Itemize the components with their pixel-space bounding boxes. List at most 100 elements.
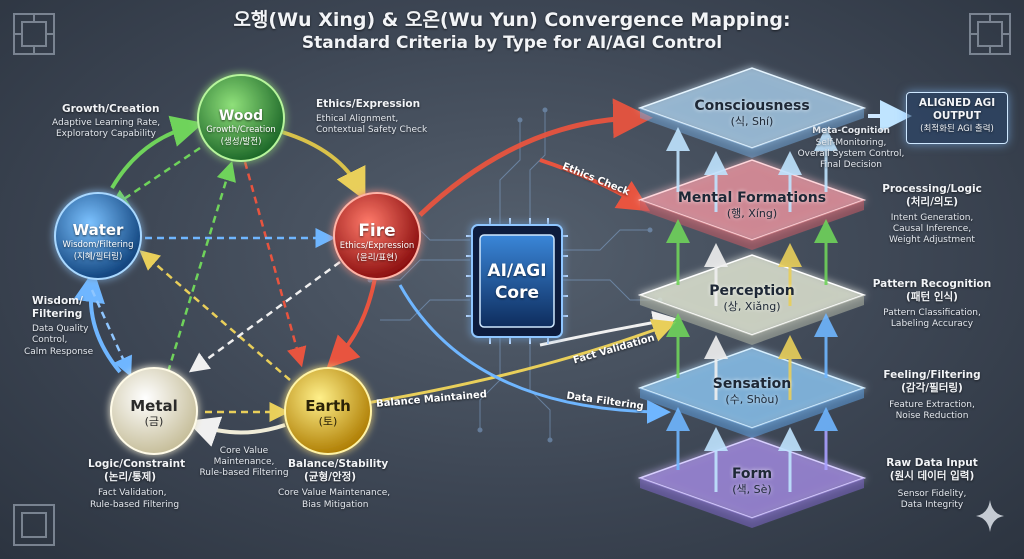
fire-to-earth-arrow — [326, 277, 377, 369]
growth-line-2: Exploratory Capability — [56, 129, 156, 139]
meta-title: Meta-Cognition — [812, 126, 890, 136]
metal-name: Metal — [130, 397, 178, 415]
water-kr: (지혜/필터링) — [73, 252, 123, 262]
title-line-1: 오행(Wu Xing) & 오온(Wu Yun) Convergence Map… — [233, 9, 791, 31]
raw-title: Raw Data Input — [886, 457, 978, 469]
wood-water-dashed — [108, 146, 201, 210]
earth-kr: (토) — [318, 415, 338, 428]
pattern-kr: (패턴 인식) — [906, 291, 958, 303]
water-metal-dashed — [90, 289, 132, 377]
title-line-2: Standard Criteria by Type for AI/AGI Con… — [301, 33, 723, 53]
processing-title: Processing/Logic — [882, 183, 982, 195]
controlling-cycle-arrows — [90, 146, 341, 422]
core-line-2: Core — [494, 283, 540, 303]
processing-kr: (처리/의도) — [905, 196, 959, 208]
wood-sub: Growth/Creation — [206, 125, 276, 135]
fire-node — [333, 192, 421, 280]
layer-form-name: Form — [731, 466, 773, 482]
balance-kr: (균형/안정) — [304, 471, 357, 483]
raw-kr: (원시 데이터 입력) — [889, 470, 975, 482]
generating-cycle-arrows — [73, 115, 377, 447]
earth-node — [284, 367, 372, 455]
core-value-line-1: Core Value — [219, 446, 269, 456]
layer-perception-name: Perception — [709, 283, 795, 299]
earth-name: Earth — [305, 397, 351, 415]
metal-kr: (금) — [144, 415, 164, 428]
fire-to-consciousness-flow — [418, 98, 653, 217]
wood-to-earth-dashed — [243, 161, 307, 368]
water-to-wood-arrow — [110, 115, 204, 190]
ethics-line-1: Ethical Alignment, — [316, 114, 399, 124]
layer-perception-sub: (상, Xiǎng) — [723, 300, 781, 313]
feeling-title: Feeling/Filtering — [883, 369, 981, 381]
logic-kr: (논리/통제) — [104, 471, 157, 483]
core-line-1: AI/AGI — [487, 261, 547, 281]
wisdom-title-2: Filtering — [32, 308, 83, 320]
feeling-kr: (감각/필터링) — [901, 382, 963, 394]
sparkle-icon — [976, 500, 1004, 532]
output-line-1: ALIGNED AGI — [918, 97, 996, 109]
pattern-title: Pattern Recognition — [872, 278, 992, 290]
balance-title: Balance/Stability — [288, 458, 389, 470]
convergence-flows — [334, 98, 677, 424]
layer-mental-name: Mental Formations — [677, 190, 827, 206]
layer-consciousness-name: Consciousness — [694, 98, 810, 114]
meta-line-2: Overall System Control, — [797, 149, 905, 159]
earth-to-water-dashed — [139, 250, 291, 381]
ethics-title: Ethics/Expression — [316, 98, 421, 110]
water-sub: Wisdom/Filtering — [62, 240, 134, 250]
feeling-line-2: Noise Reduction — [895, 411, 969, 421]
ethics-line-2: Contextual Safety Check — [316, 125, 428, 135]
processing-line-3: Weight Adjustment — [889, 235, 975, 245]
layer-mental-sub: (행, Xíng) — [726, 207, 778, 220]
knot-ornament-icon — [13, 13, 1011, 546]
water-node — [54, 192, 142, 280]
aligned-output-box: ALIGNED AGI OUTPUT (최적화된 AGI 출력) — [906, 92, 1008, 144]
element-nodes — [54, 74, 421, 455]
wisdom-line-1: Data Quality — [32, 324, 89, 334]
fire-kr: (윤리/표현) — [356, 253, 398, 263]
layer-consciousness-sub: (식, Shí) — [730, 115, 774, 128]
wisdom-title-1: Wisdom/ — [32, 295, 83, 307]
layer-sensation-sub: (수, Shòu) — [725, 393, 779, 406]
wood-node — [197, 74, 285, 162]
logic-line-1: Fact Validation, — [98, 488, 167, 498]
metal-to-water-arrow — [73, 270, 122, 374]
meta-line-1: Self-Monitoring, — [815, 138, 887, 148]
wood-kr: (생성/발전) — [220, 137, 262, 147]
meta-line-3: Final Decision — [820, 160, 882, 170]
processing-line-2: Causal Inference, — [892, 224, 972, 234]
growth-title: Growth/Creation — [62, 103, 160, 115]
metal-to-wood-dashed — [166, 160, 236, 373]
layer-form-sub: (색, Sè) — [732, 483, 772, 496]
layer-sensation-name: Sensation — [712, 376, 792, 392]
feeling-line-1: Feature Extraction, — [889, 400, 975, 410]
processing-line-1: Intent Generation, — [890, 213, 974, 223]
data-filtering-flow — [398, 284, 671, 424]
wisdom-line-2: Control, — [32, 335, 68, 345]
logic-line-2: Rule-based Filtering — [90, 500, 180, 510]
output-kr: (최적화된 AGI 출력) — [920, 124, 994, 134]
wood-name: Wood — [218, 108, 264, 124]
water-name: Water — [72, 221, 124, 239]
raw-line-2: Data Integrity — [900, 500, 964, 510]
ethics-check-flow — [539, 158, 651, 212]
balance-line-2: Bias Mitigation — [302, 500, 369, 510]
aggregate-layers — [637, 67, 912, 528]
core-value-line-3: Rule-based Filtering — [199, 468, 289, 478]
balance-line-1: Core Value Maintenance, — [278, 488, 391, 498]
metal-node — [110, 367, 198, 455]
fire-sub: Ethics/Expression — [339, 241, 415, 251]
pattern-line-1: Pattern Classification, — [883, 308, 981, 318]
layer-form-plate — [637, 437, 867, 528]
fire-name: Fire — [358, 221, 396, 241]
ai-core-chip — [466, 218, 568, 344]
output-line-2: OUTPUT — [933, 110, 981, 122]
pattern-line-2: Labeling Accuracy — [890, 319, 974, 329]
wood-to-fire-arrow — [281, 130, 366, 201]
core-value-line-2: Maintenance, — [213, 457, 275, 467]
earth-to-metal-arrow — [186, 416, 286, 447]
growth-line-1: Adaptive Learning Rate, — [52, 118, 161, 128]
